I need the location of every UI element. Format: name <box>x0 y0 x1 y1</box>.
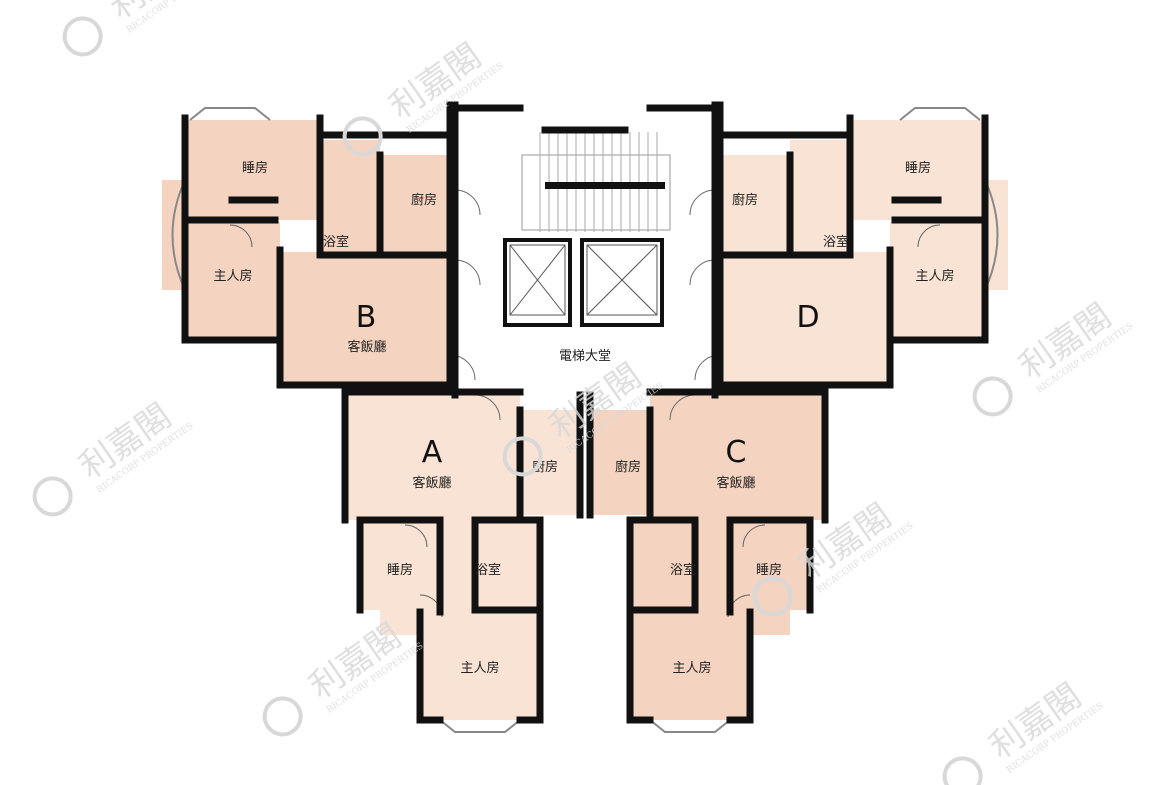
door-swing <box>404 524 428 548</box>
unit-d-room <box>880 340 890 385</box>
ricacorp-logo-icon <box>262 696 303 737</box>
unit-b-room <box>185 222 280 340</box>
bay-window <box>649 719 731 733</box>
unit-d-room <box>720 155 790 255</box>
unit-d-kitchen-label: 廚房 <box>732 192 758 208</box>
ricacorp-logo-icon <box>972 376 1013 417</box>
lift-car <box>586 244 658 316</box>
unit-d-bedroom-label: 睡房 <box>905 160 931 176</box>
ricacorp-logo-icon <box>752 576 793 617</box>
unit-c-room <box>590 410 650 515</box>
door-swing <box>917 224 941 248</box>
unit-c-room <box>630 520 695 615</box>
unit-a-letter: A <box>422 435 443 470</box>
unit-b-room <box>280 340 290 385</box>
unit-c-bedroom-label: 睡房 <box>756 562 782 578</box>
bay-window <box>189 107 271 121</box>
unit-c-room <box>695 520 730 620</box>
unit-d-room <box>720 252 890 385</box>
door-swing <box>742 524 766 548</box>
unit-d-letter: D <box>796 300 819 335</box>
stair-outline <box>521 154 671 231</box>
rooms <box>162 110 1008 720</box>
unit-d-room <box>790 140 850 255</box>
unit-b-living-label: 客飯廳 <box>347 339 386 355</box>
lift-lobby-label: 電梯大堂 <box>559 349 611 364</box>
unit-d-bathroom-label: 浴室 <box>823 234 849 250</box>
ricacorp-logo-icon <box>62 16 103 57</box>
door-swing <box>689 259 716 286</box>
door-swing <box>454 259 481 286</box>
door-swing <box>454 189 481 216</box>
door-swing <box>689 189 716 216</box>
unit-a-room <box>345 392 520 520</box>
unit-d-master-label: 主人房 <box>915 268 954 284</box>
unit-b-bathroom-label: 浴室 <box>323 234 349 250</box>
unit-c-master-label: 主人房 <box>672 660 711 676</box>
bay-window <box>171 179 186 291</box>
ricacorp-logo-icon <box>32 476 73 517</box>
unit-a-room <box>360 520 440 610</box>
unit-a-room <box>380 610 440 635</box>
lift <box>503 238 572 327</box>
unit-c-bathroom-label: 浴室 <box>670 562 696 578</box>
bay-window <box>984 179 999 291</box>
unit-d-room <box>890 222 985 340</box>
bay-window <box>439 719 521 733</box>
lift-cross <box>586 244 658 316</box>
lift-car <box>509 244 566 316</box>
unit-c-room <box>730 520 810 610</box>
unit-a-living-label: 客飯廳 <box>412 475 451 491</box>
unit-c-living-label: 客飯廳 <box>716 475 755 491</box>
unit-a-master-label: 主人房 <box>460 660 499 676</box>
unit-c-kitchen-label: 廚房 <box>615 459 641 475</box>
bay-window <box>899 107 981 121</box>
unit-a-room <box>440 520 475 620</box>
unit-c-letter: C <box>726 435 747 470</box>
unit-b-room <box>380 155 450 255</box>
lift-shaft <box>580 238 664 327</box>
unit-b-kitchen-label: 廚房 <box>411 192 437 208</box>
unit-a-room <box>475 520 540 615</box>
walls <box>181 101 989 724</box>
unit-b-bedroom-label: 睡房 <box>242 160 268 176</box>
ricacorp-logo-icon <box>942 756 983 785</box>
fixtures <box>171 107 999 733</box>
unit-a-bedroom-label: 睡房 <box>387 562 413 578</box>
lift-cross <box>509 244 566 316</box>
unit-b-letter: B <box>356 300 377 335</box>
unit-a-bathroom-label: 浴室 <box>475 562 501 578</box>
stair-divider <box>545 182 665 189</box>
unit-b-room <box>280 252 450 385</box>
lift-shaft <box>503 238 572 327</box>
ricacorp-logo-icon <box>342 116 383 157</box>
unit-c-room <box>650 392 825 520</box>
unit-b-master-label: 主人房 <box>213 268 252 284</box>
unit-b-room <box>320 140 380 255</box>
door-swing <box>229 224 253 248</box>
staircase <box>521 132 671 232</box>
ricacorp-logo-icon <box>502 436 543 477</box>
lift <box>580 238 664 327</box>
unit-a-room <box>520 410 580 515</box>
